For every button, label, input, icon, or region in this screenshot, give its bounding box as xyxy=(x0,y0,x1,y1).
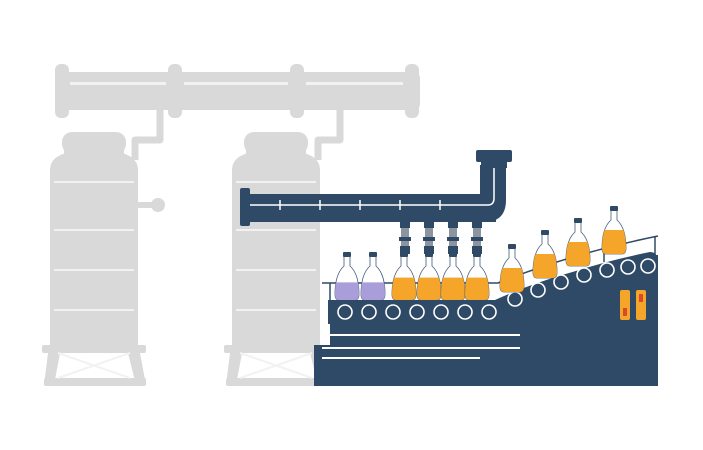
storage-tank-right xyxy=(224,132,328,386)
indicator-light-right xyxy=(636,290,646,320)
nozzle xyxy=(447,222,459,254)
control-panel xyxy=(620,290,646,320)
conveyor-machine xyxy=(314,235,659,386)
roller xyxy=(385,304,401,320)
storage-tank-icon xyxy=(42,132,165,386)
nozzle xyxy=(399,222,411,254)
roller xyxy=(457,304,473,320)
roller xyxy=(576,267,592,283)
overhead-pipe xyxy=(55,64,420,118)
bottle-icon xyxy=(499,244,525,293)
bottle-icon xyxy=(464,252,490,301)
bottles xyxy=(334,206,627,301)
filling-nozzles xyxy=(399,222,483,254)
bottle-icon xyxy=(440,252,466,301)
bottle-icon xyxy=(416,252,442,301)
roller xyxy=(530,282,546,298)
roller xyxy=(599,262,615,278)
roller xyxy=(640,258,656,274)
roller xyxy=(409,304,425,320)
roller xyxy=(433,304,449,320)
bottle-icon xyxy=(391,252,417,301)
bottle-icon xyxy=(565,218,591,267)
bottle-icon xyxy=(334,252,360,301)
nozzle xyxy=(471,222,483,254)
indicator-light-left xyxy=(620,290,630,320)
roller xyxy=(620,259,636,275)
roller xyxy=(361,304,377,320)
roller xyxy=(481,304,497,320)
filling-pipe xyxy=(240,150,512,226)
bottle-icon xyxy=(360,252,386,301)
bottle-icon xyxy=(601,206,627,255)
roller xyxy=(507,291,523,307)
nozzle xyxy=(423,222,435,254)
conveyor-belt-icon xyxy=(314,252,658,386)
roller xyxy=(553,274,569,290)
roller xyxy=(337,304,353,320)
tank-connector-pipes xyxy=(131,110,344,160)
pipe-icon xyxy=(240,150,512,226)
bottle-icon xyxy=(532,230,558,279)
conveyor-rollers xyxy=(337,258,656,320)
storage-tank-left xyxy=(42,132,165,386)
